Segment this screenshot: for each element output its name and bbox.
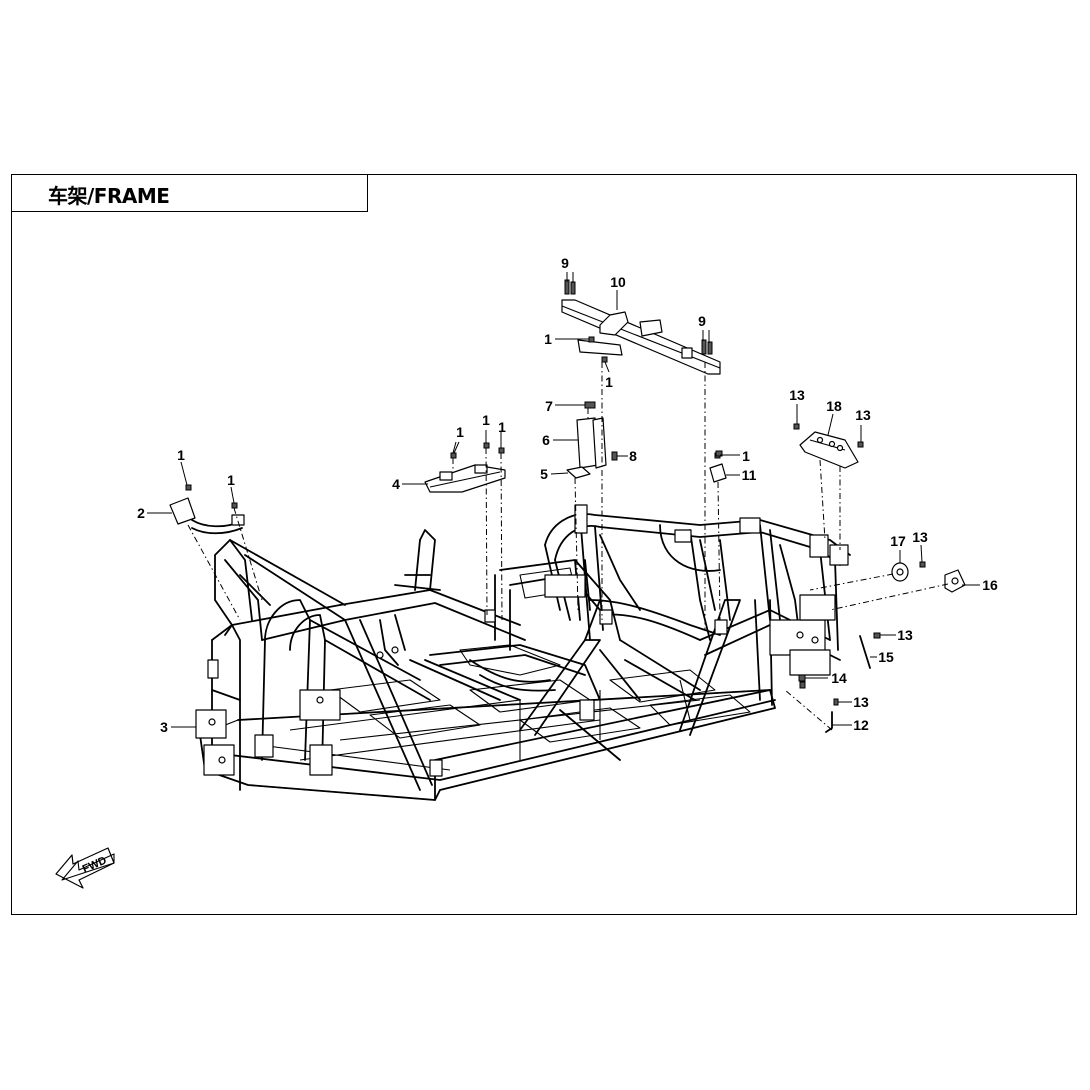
callout-label: 15	[878, 649, 894, 665]
main-frame	[195, 504, 851, 801]
part-16-clip	[944, 569, 966, 593]
callout-label: 4	[392, 476, 400, 492]
title-box: 车架/FRAME	[11, 174, 368, 212]
part-15-pin	[859, 632, 881, 669]
callout-label: 9	[698, 313, 706, 329]
callout-label: 18	[826, 398, 842, 414]
callout-label: 14	[831, 670, 847, 686]
callout-label: 1	[456, 424, 464, 440]
alignment-lines	[187, 362, 949, 731]
callout-label: 9	[561, 255, 569, 271]
part-10-cross-bar	[561, 299, 721, 375]
part-18-plate	[793, 423, 864, 469]
callout-label: 5	[540, 466, 548, 482]
callout-label: 2	[137, 505, 145, 521]
diagram-title: 车架/FRAME	[48, 184, 170, 208]
callout-label: 17	[890, 533, 906, 549]
part-11-mount	[709, 450, 727, 483]
callout-label: 1	[177, 447, 185, 463]
callout-label: 6	[542, 432, 550, 448]
leader-lines	[147, 272, 980, 728]
callout-label: 3	[160, 719, 168, 735]
part-6-bracket	[566, 401, 618, 479]
callout-label: 7	[545, 398, 553, 414]
callout-label: 1	[742, 448, 750, 464]
diagram-border	[11, 174, 1077, 915]
part-2-front-bar	[169, 497, 245, 535]
part-4-plate	[424, 464, 506, 493]
part-17-washer	[891, 561, 926, 582]
callout-label: 1	[605, 374, 613, 390]
callout-label: 10	[610, 274, 626, 290]
fwd-arrow-icon: FWD	[55, 847, 115, 889]
part-14-bolt	[798, 674, 806, 689]
callout-label: 1	[227, 472, 235, 488]
callout-label: 1	[482, 412, 490, 428]
callout-label: 13	[855, 407, 871, 423]
callout-labels: 9 10 9 1 1 7 6 8 5 1 1 1 4 1 11 13 18 13…	[137, 255, 998, 735]
callout-label: 13	[897, 627, 913, 643]
callout-label: 12	[853, 717, 869, 733]
callout-label: 13	[789, 387, 805, 403]
callout-label: 13	[912, 529, 928, 545]
callout-label: 8	[629, 448, 637, 464]
callout-label: 11	[742, 467, 757, 483]
callout-label: 13	[853, 694, 869, 710]
callout-label: 16	[982, 577, 998, 593]
callout-label: 1	[544, 331, 552, 347]
callout-label: 1	[498, 419, 506, 435]
